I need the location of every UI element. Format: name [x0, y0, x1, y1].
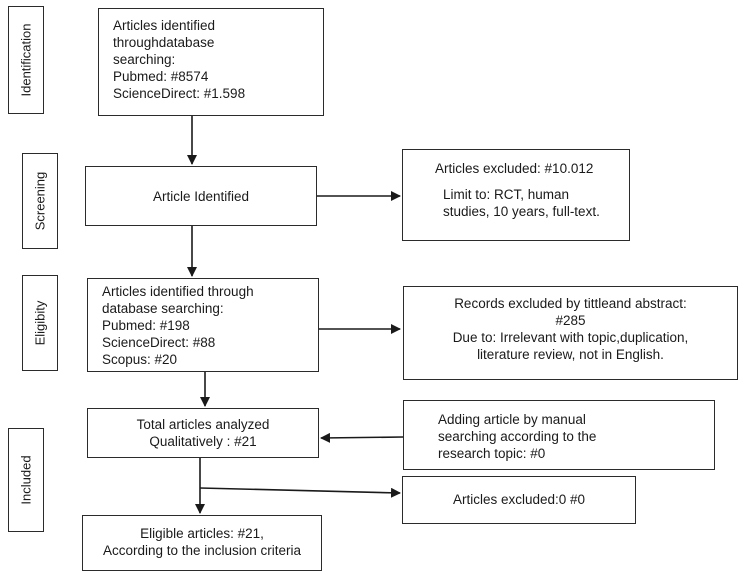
arrow-to-excluded-zero — [199, 487, 401, 498]
identified-line-4: Pubmed: #8574 — [113, 69, 209, 84]
eligible-line-2: According to the inclusion criteria — [102, 543, 302, 558]
stage-screening: Screening — [22, 153, 58, 249]
excluded-zero-label: Articles excluded:0 #0 — [452, 492, 586, 507]
eligibility-line-4: ScienceDirect: #88 — [102, 335, 216, 350]
identified-line-5: ScienceDirect: #1.598 — [113, 86, 246, 101]
records-excluded-box: Records excluded by tittleand abstract: … — [403, 286, 738, 380]
excluded-limit-2: studies, 10 years, full-text. — [443, 204, 600, 219]
records-excluded-line-3: Due to: Irrelevant with topic,duplicatio… — [452, 330, 689, 345]
manual-search-box: Adding article by manual searching accor… — [403, 400, 715, 470]
arrow-manual-to-total — [320, 432, 404, 443]
stage-identification: Identification — [8, 6, 44, 114]
stage-eligibility: Eligibity — [22, 275, 58, 371]
eligible-line-1: Eligible articles: #21, — [140, 526, 264, 541]
excluded-limit-1: Limit to: RCT, human — [443, 187, 570, 202]
total-analyzed-line-2: Qualitatively : #21 — [149, 434, 257, 449]
manual-search-line-1: Adding article by manual — [438, 412, 586, 427]
eligibility-line-2: database searching: — [102, 301, 224, 316]
identified-database-box: Articles identified throughdatabase sear… — [98, 8, 324, 116]
eligibility-line-3: Pubmed: #198 — [102, 318, 190, 333]
excluded-count: Articles excluded: #10.012 — [435, 161, 594, 176]
identified-line-3: searching: — [113, 52, 176, 67]
articles-excluded-box: Articles excluded: #10.012 Limit to: RCT… — [402, 149, 630, 241]
eligibility-line-1: Articles identified through — [102, 284, 254, 299]
stage-included: Included — [8, 428, 44, 532]
eligibility-identified-box: Articles identified through database sea… — [87, 278, 319, 372]
article-identified-label: Article Identified — [152, 189, 250, 204]
article-identified-box: Article Identified — [85, 166, 317, 226]
manual-search-line-2: searching according to the — [438, 429, 597, 444]
records-excluded-line-4: literature review, not in English. — [477, 347, 664, 362]
records-excluded-line-1: Records excluded by tittleand abstract: — [454, 296, 687, 311]
identified-line-1: Articles identified — [113, 18, 216, 33]
manual-search-line-3: research topic: #0 — [438, 446, 546, 461]
records-excluded-line-2: #285 — [555, 313, 586, 328]
eligible-articles-box: Eligible articles: #21, According to the… — [82, 515, 322, 571]
total-analyzed-box: Total articles analyzed Qualitatively : … — [87, 408, 319, 458]
identified-line-2: throughdatabase — [113, 35, 215, 50]
eligibility-line-5: Scopus: #20 — [102, 352, 178, 367]
total-analyzed-line-1: Total articles analyzed — [136, 417, 270, 432]
articles-excluded-zero-box: Articles excluded:0 #0 — [402, 476, 636, 524]
